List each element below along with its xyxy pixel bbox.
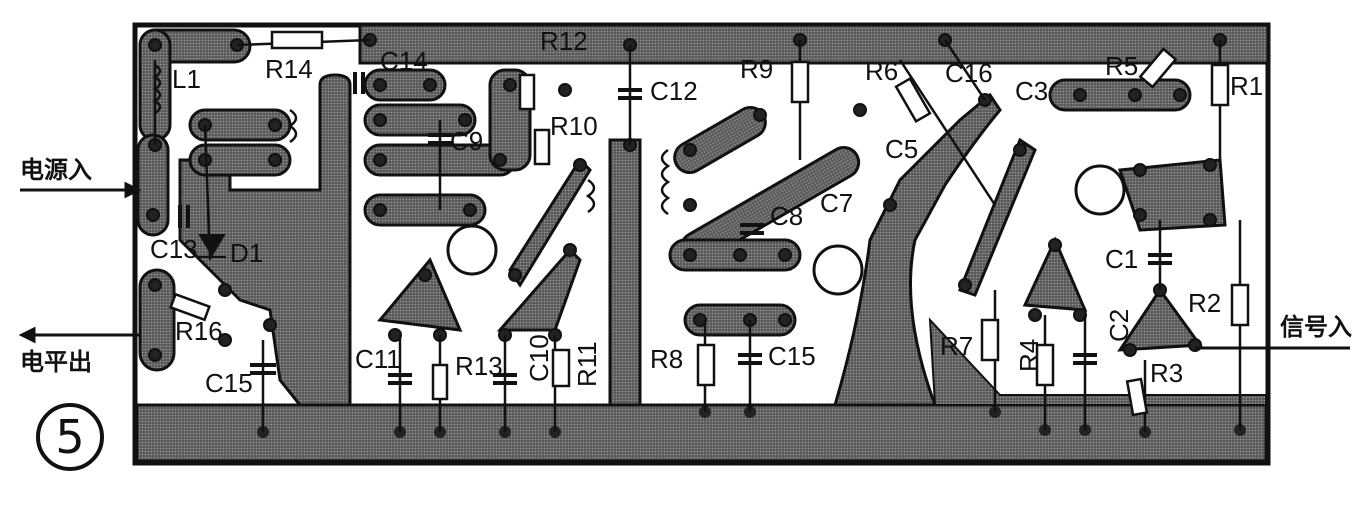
transistor-q3 (1074, 164, 1126, 216)
svg-text:C15: C15 (768, 341, 816, 371)
label-level-out: 电平出 (20, 348, 92, 376)
label-power-in: 电源入 (20, 156, 92, 184)
svg-text:C12: C12 (650, 76, 698, 106)
pads (146, 33, 1227, 362)
svg-text:L1: L1 (172, 64, 201, 94)
figure-number-circle (36, 403, 104, 471)
trace-group (136, 28, 1227, 372)
svg-text:C2: C2 (1104, 309, 1134, 342)
component-labels: L1 R14 C14 R12 C12 R9 R6 C16 C3 R5 R1 C9… (150, 26, 1263, 398)
svg-text:R16: R16 (175, 316, 223, 346)
figure-number: 5 (55, 410, 84, 464)
svg-text:C11: C11 (355, 344, 401, 374)
copper-area-right (928, 317, 1267, 406)
diode-d1 (198, 234, 226, 258)
svg-text:R8: R8 (650, 344, 683, 374)
capacitors (178, 72, 1172, 385)
svg-text:C13: C13 (150, 234, 198, 264)
svg-text:C10: C10 (524, 334, 554, 382)
svg-text:R4: R4 (1014, 339, 1044, 372)
svg-text:R2: R2 (1188, 288, 1221, 318)
svg-text:R14: R14 (265, 54, 313, 84)
copper-strip-center (608, 138, 642, 407)
svg-text:C5: C5 (885, 134, 918, 164)
resistors (169, 30, 1250, 417)
label-signal-in: 信号入 (1280, 313, 1352, 341)
svg-text:R6: R6 (865, 56, 898, 86)
svg-text:C1: C1 (1105, 244, 1138, 274)
copper-area-tree (832, 92, 1002, 407)
svg-text:R5: R5 (1105, 51, 1138, 81)
inductors (152, 63, 671, 216)
svg-text:C8: C8 (770, 201, 803, 231)
svg-text:C7: C7 (820, 188, 853, 218)
copper-area-left (178, 73, 352, 407)
svg-text:R11: R11 (572, 341, 602, 387)
svg-text:R1: R1 (1230, 71, 1263, 101)
svg-text:C14: C14 (380, 46, 428, 76)
svg-text:R10: R10 (550, 111, 598, 141)
svg-text:C3: C3 (1015, 76, 1048, 106)
svg-text:C9: C9 (450, 126, 483, 156)
io-arrows (18, 181, 1350, 350)
svg-text:R3: R3 (1150, 358, 1183, 388)
svg-text:R9: R9 (740, 54, 773, 84)
top-bus (358, 23, 1270, 65)
svg-text:C16: C16 (945, 58, 993, 88)
svg-text:R12: R12 (540, 26, 588, 56)
svg-text:D1: D1 (230, 238, 263, 268)
svg-text:R7: R7 (940, 331, 973, 361)
svg-text:C15: C15 (205, 368, 253, 398)
transistor-q1 (446, 224, 498, 276)
transistor-q2 (812, 244, 864, 296)
svg-text:R13: R13 (455, 351, 503, 381)
